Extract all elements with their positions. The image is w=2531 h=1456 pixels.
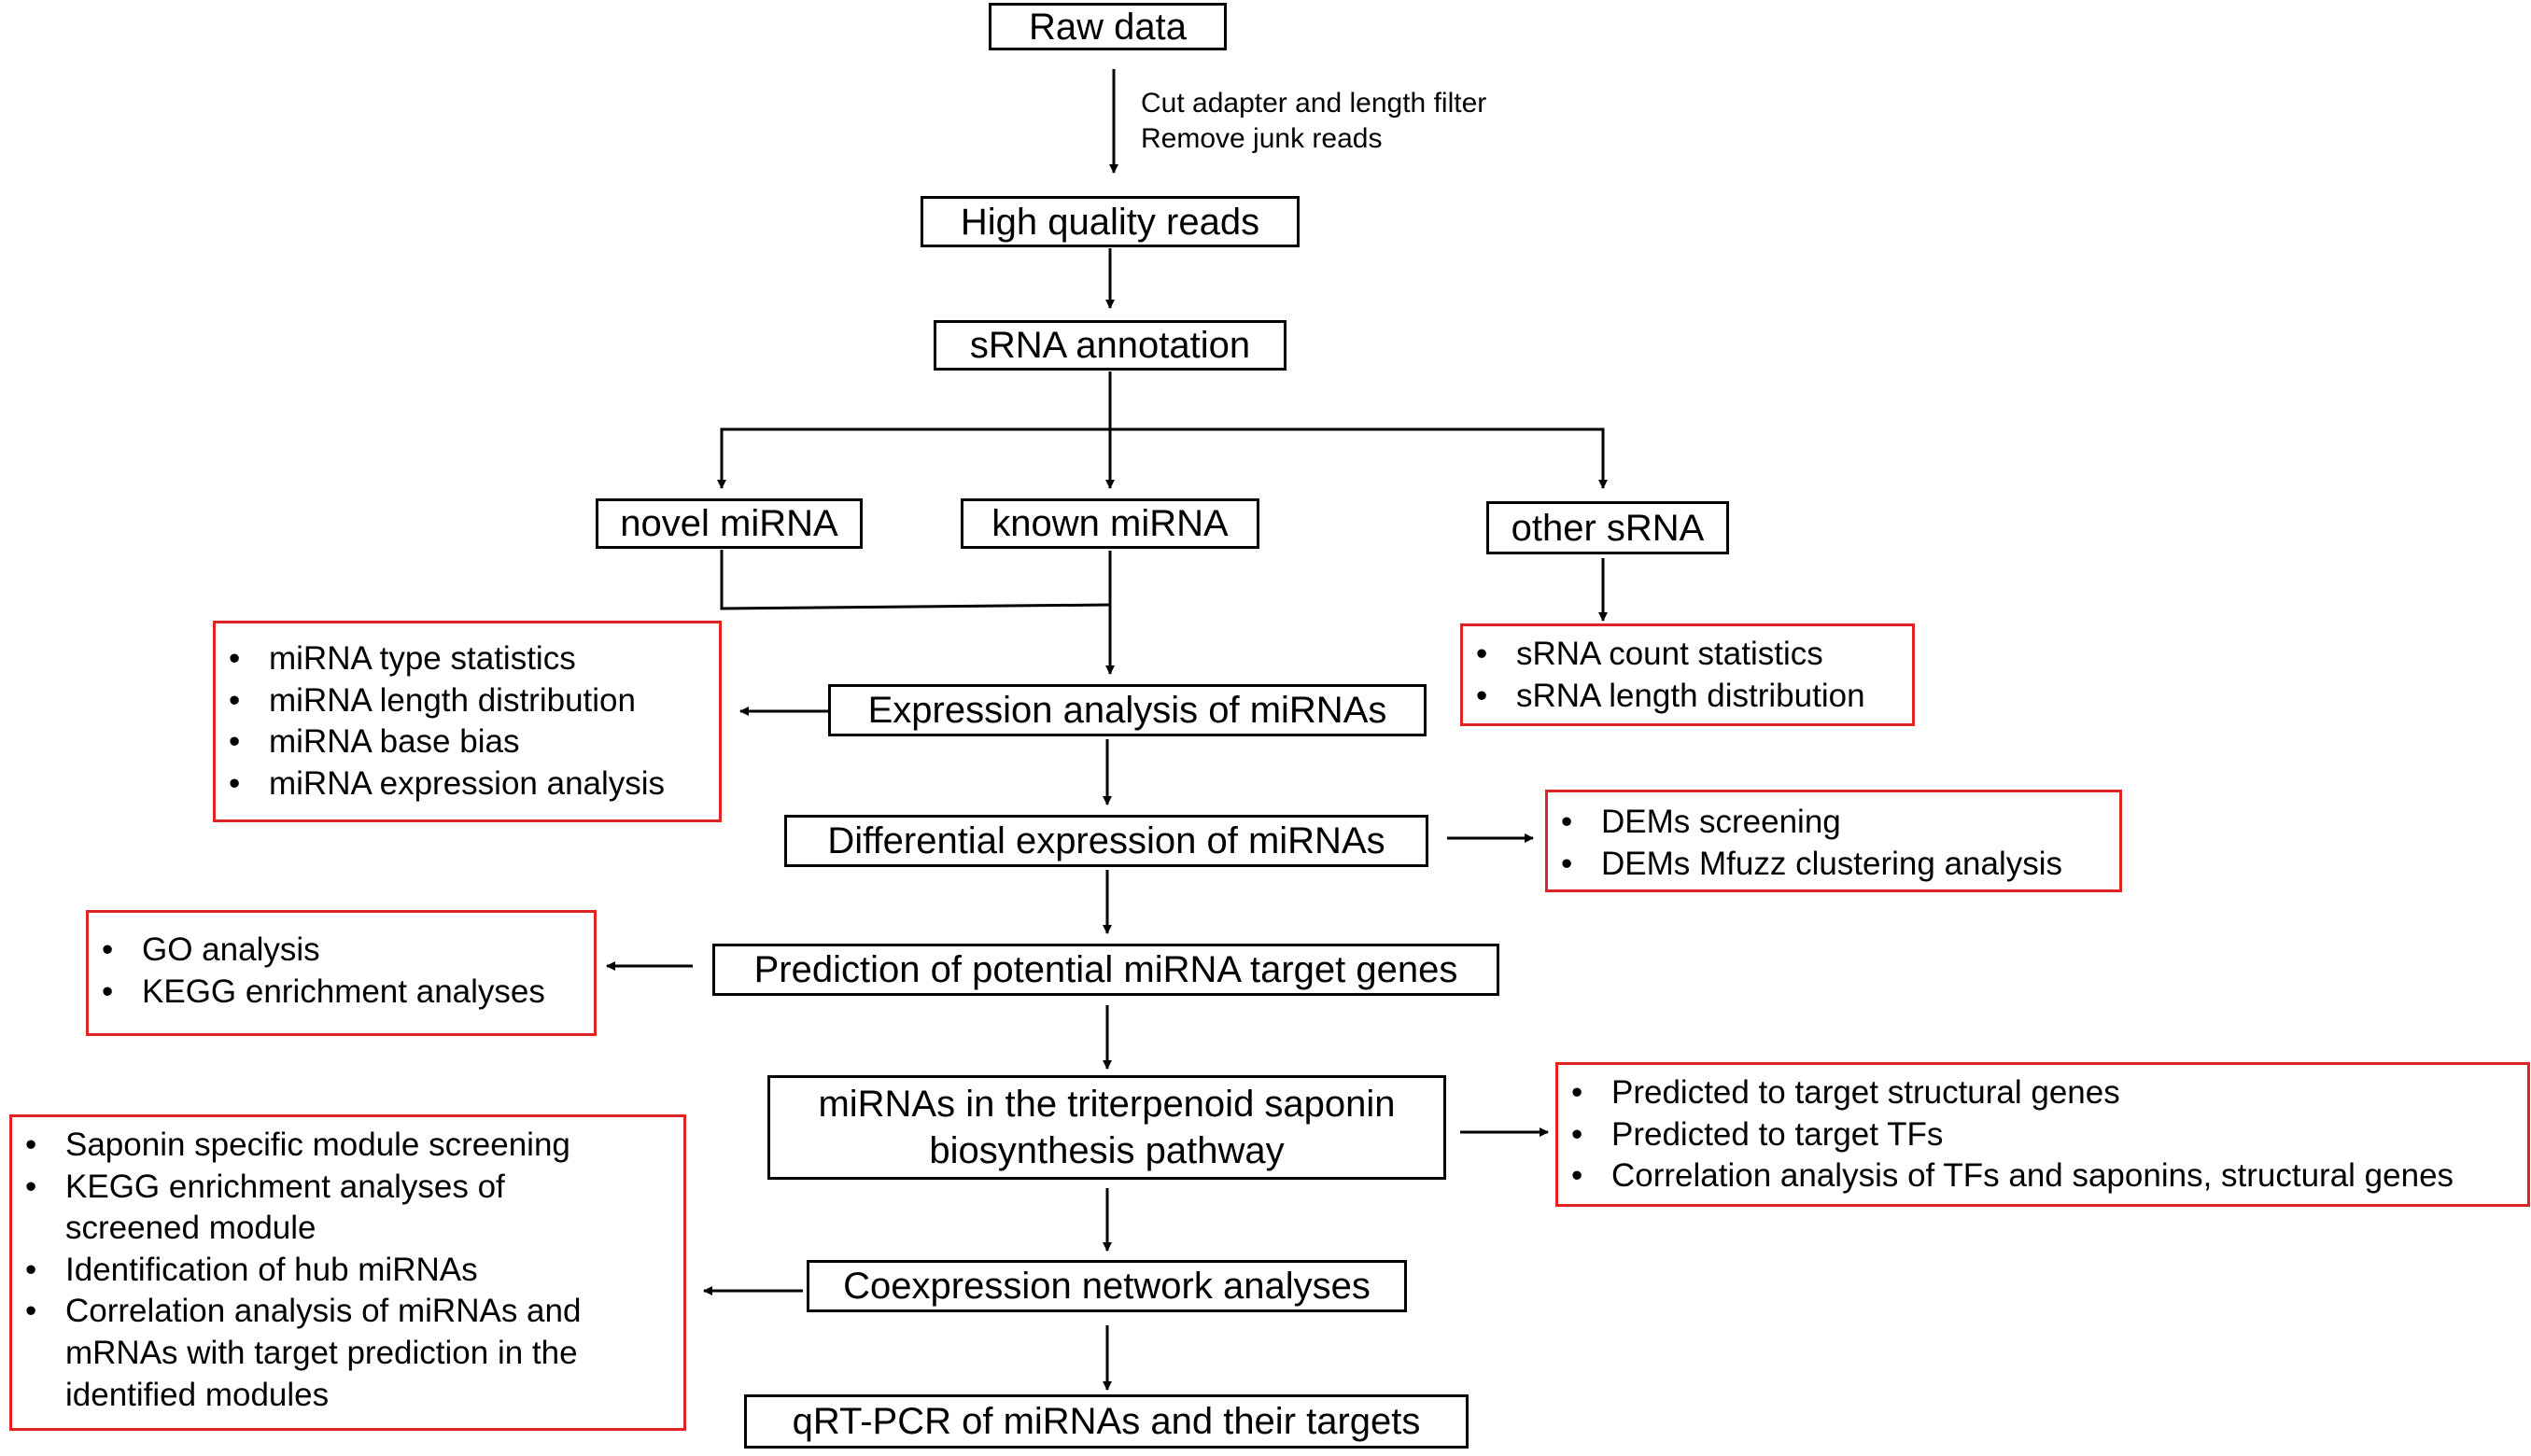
node-line: biosynthesis pathway (929, 1130, 1285, 1171)
note-list: miRNA type statistics miRNA length distr… (221, 638, 713, 805)
node-target-prediction: Prediction of potential miRNA target gen… (712, 944, 1499, 996)
note-item: Predicted to target structural genes (1564, 1072, 2522, 1114)
node-novel-mirna: novel miRNA (596, 498, 863, 549)
note-list: DEMs screening DEMs Mfuzz clustering ana… (1554, 802, 2114, 885)
note-list: sRNA count statistics sRNA length distri… (1469, 634, 1906, 717)
node-expression-analysis: Expression analysis of miRNAs (828, 684, 1427, 736)
node-other-srna: other sRNA (1486, 501, 1729, 554)
connector-novel-known-merge (720, 550, 1111, 610)
note-list: GO analysis KEGG enrichment analyses (94, 930, 588, 1013)
connector-annotation-branch-bar (720, 427, 1605, 487)
node-known-mirna: known miRNA (961, 498, 1259, 549)
node-srna-annotation: sRNA annotation (934, 320, 1287, 371)
node-high-quality-reads: High quality reads (921, 196, 1300, 247)
note-item: KEGG enrichment analyses of screened mod… (18, 1167, 678, 1250)
note-item-text: KEGG enrichment analyses of screened mod… (65, 1168, 505, 1247)
node-coexpression-network: Coexpression network analyses (807, 1260, 1407, 1312)
note-item: Correlation analysis of miRNAs and mRNAs… (18, 1291, 678, 1416)
note-item: miRNA base bias (221, 721, 713, 763)
note-item: DEMs screening (1554, 802, 2114, 844)
note-item: GO analysis (94, 930, 588, 972)
note-item: miRNA length distribution (221, 680, 713, 722)
note-dems: DEMs screening DEMs Mfuzz clustering ana… (1545, 790, 2122, 892)
note-item: miRNA type statistics (221, 638, 713, 680)
note-item: sRNA count statistics (1469, 634, 1906, 676)
note-item: Predicted to target TFs (1564, 1114, 2522, 1156)
note-network-modules: Saponin specific module screening KEGG e… (9, 1114, 686, 1431)
node-line: miRNAs in the triterpenoid saponin (818, 1084, 1396, 1125)
node-qrt-pcr: qRT-PCR of miRNAs and their targets (744, 1394, 1469, 1449)
note-mirna-statistics: miRNA type statistics miRNA length distr… (213, 621, 722, 822)
note-item: KEGG enrichment analyses (94, 972, 588, 1014)
note-enrichment: GO analysis KEGG enrichment analyses (86, 910, 597, 1036)
edge-label-line: Cut adapter and length filter (1141, 88, 1487, 119)
node-raw-data: Raw data (989, 3, 1227, 50)
node-saponin-pathway: miRNAs in the triterpenoid saponin biosy… (767, 1075, 1446, 1180)
note-item: DEMs Mfuzz clustering analysis (1554, 844, 2114, 886)
note-pathway-targets: Predicted to target structural genes Pre… (1555, 1062, 2530, 1207)
note-item: Saponin specific module screening (18, 1125, 678, 1167)
note-list: Saponin specific module screening KEGG e… (18, 1125, 678, 1416)
note-srna-statistics: sRNA count statistics sRNA length distri… (1460, 623, 1915, 726)
note-item: sRNA length distribution (1469, 676, 1906, 718)
edge-label-raw-to-reads: Cut adapter and length filter Remove jun… (1141, 86, 1486, 157)
note-item: Correlation analysis of TFs and saponins… (1564, 1155, 2522, 1197)
note-item-text: Correlation analysis of miRNAs and mRNAs… (65, 1293, 582, 1413)
note-item: miRNA expression analysis (221, 763, 713, 805)
edge-label-line: Remove junk reads (1141, 123, 1383, 154)
node-differential-expression: Differential expression of miRNAs (784, 815, 1428, 867)
note-list: Predicted to target structural genes Pre… (1564, 1072, 2522, 1197)
note-item: Identification of hub miRNAs (18, 1250, 678, 1292)
